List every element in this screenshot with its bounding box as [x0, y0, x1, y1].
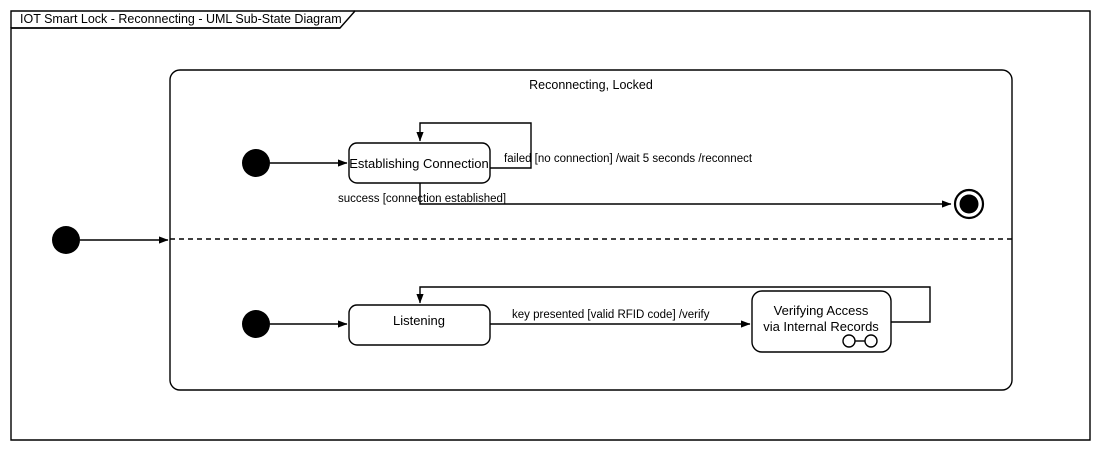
- diagram-tab-title: IOT Smart Lock - Reconnecting - UML Sub-…: [20, 12, 342, 26]
- initial-state-connection[interactable]: [242, 149, 270, 177]
- final-state-connection[interactable]: [953, 188, 985, 220]
- submachine-icon: [842, 334, 878, 348]
- state-label-verifying-access-line2: via Internal Records: [763, 319, 879, 334]
- outer-initial-state[interactable]: [52, 226, 80, 254]
- edge-label-key-presented: key presented [valid RFID code] /verify: [512, 309, 710, 321]
- edge-label-self-loop-failed: failed [no connection] /wait 5 seconds /…: [504, 153, 753, 165]
- composite-state-label: Reconnecting, Locked: [529, 78, 653, 92]
- edge-label-success-transition: success [connection established]: [338, 193, 506, 205]
- initial-state-access[interactable]: [242, 310, 270, 338]
- state-listening[interactable]: [348, 304, 491, 346]
- edge-success-transition: [419, 183, 952, 208]
- diagram-frame: [10, 10, 1091, 441]
- state-label-verifying-access-line1: Verifying Access: [774, 303, 869, 318]
- state-label-listening: Listening: [393, 313, 445, 328]
- edge-verify-return: [416, 286, 931, 323]
- edge-self-loop-failed: [416, 122, 532, 169]
- state-label-establishing-connection: Establishing Connection: [349, 156, 488, 171]
